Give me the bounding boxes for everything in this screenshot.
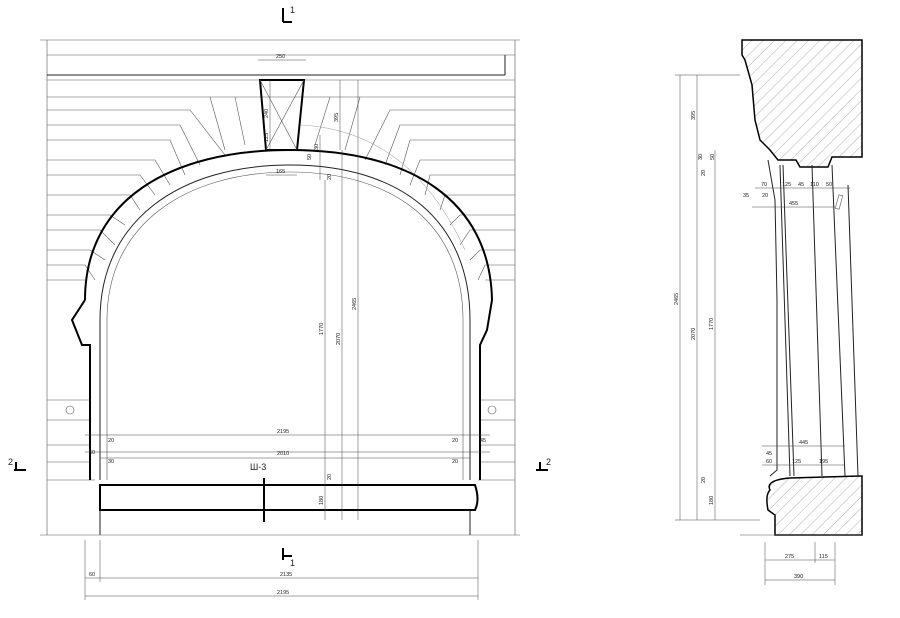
- dim-label: 240: [264, 109, 270, 118]
- dim-label: 50: [826, 182, 832, 188]
- dim-label: 390: [794, 574, 803, 580]
- dim-label: 1770: [709, 318, 715, 330]
- dim-label: 2010: [277, 451, 289, 457]
- section-label: 2: [8, 457, 13, 467]
- dim-label: 2195: [277, 590, 289, 596]
- sill-hatch: [766, 475, 863, 536]
- dim-label: 20: [452, 459, 458, 465]
- dim-label: 250: [276, 54, 285, 60]
- dim-label: 35: [743, 193, 749, 199]
- dim-label: 20: [108, 438, 114, 444]
- dim-label: 30: [108, 459, 114, 465]
- dim-label: 395: [691, 111, 697, 120]
- dim-label: 275: [785, 554, 794, 560]
- sill: [99, 478, 479, 535]
- anchor-circle: [65, 405, 75, 415]
- side-section: 395 30 50 20 70 125 45 110 50 35 20 455 …: [674, 39, 863, 585]
- keystone: [258, 79, 306, 151]
- arch-outline-faint: [299, 124, 466, 251]
- dim-label: 2135: [280, 572, 292, 578]
- section-mark-bottom: 1: [282, 548, 295, 568]
- dim-label: 70: [761, 182, 767, 188]
- front-elevation: 1 1 2 2 250 240 125 165 30 50 20: [8, 5, 551, 600]
- dim-label: 195: [819, 459, 828, 465]
- masonry-courses: [47, 96, 515, 481]
- lintel-hatch: [741, 39, 863, 168]
- dim-label: 60: [766, 459, 772, 465]
- dim-label: 30: [314, 144, 320, 150]
- section-mark-top: 1: [282, 5, 295, 23]
- section-mark-right: 2: [536, 457, 551, 471]
- dim-label: 20: [327, 474, 333, 480]
- dim-label: 455: [789, 201, 798, 207]
- dim-label: 395: [334, 113, 340, 122]
- dim-label: 115: [819, 554, 828, 560]
- front-dimensions: 250 240 125 165 30 50 20 395 1770 2070 2…: [84, 54, 490, 600]
- dim-label: 20: [762, 193, 768, 199]
- dim-label: 20: [327, 174, 333, 180]
- dim-label: 30: [698, 154, 704, 160]
- dim-label: 180: [709, 496, 715, 505]
- dim-label: 20: [701, 477, 707, 483]
- dim-label: 2465: [352, 298, 358, 310]
- anchor-circle: [487, 405, 497, 415]
- section-mark-left: 2: [8, 457, 26, 471]
- dim-label: 2070: [336, 333, 342, 345]
- dim-label: 45: [798, 182, 804, 188]
- dim-label: 180: [319, 496, 325, 505]
- hinge: [834, 194, 844, 210]
- dim-label: 60: [89, 572, 95, 578]
- dim-label: 45: [766, 451, 772, 457]
- dim-label: 2070: [691, 328, 697, 340]
- dim-label: 2195: [277, 429, 289, 435]
- dim-label: 45: [480, 438, 486, 444]
- dim-label: 2465: [674, 293, 680, 305]
- section-label: 1: [290, 5, 295, 15]
- dim-label: 110: [810, 182, 819, 188]
- side-dimensions: 395 30 50 20 70 125 45 110 50 35 20 455 …: [674, 74, 850, 585]
- section-label: 2: [546, 457, 551, 467]
- dim-label: 125: [264, 133, 270, 142]
- dim-label: 125: [792, 459, 801, 465]
- dim-label: 20: [452, 438, 458, 444]
- dim-label: 50: [307, 154, 313, 160]
- dim-label: 50: [710, 154, 716, 160]
- dim-label: 20: [701, 170, 707, 176]
- section-label: 1: [290, 558, 295, 568]
- mark-label: Ш-3: [250, 462, 266, 472]
- dim-label: 125: [782, 182, 791, 188]
- dim-label: 165: [276, 169, 285, 175]
- cornice: [47, 54, 515, 98]
- dim-label: 60: [89, 450, 95, 456]
- dim-label: 445: [799, 440, 808, 446]
- dim-label: 1770: [319, 323, 325, 335]
